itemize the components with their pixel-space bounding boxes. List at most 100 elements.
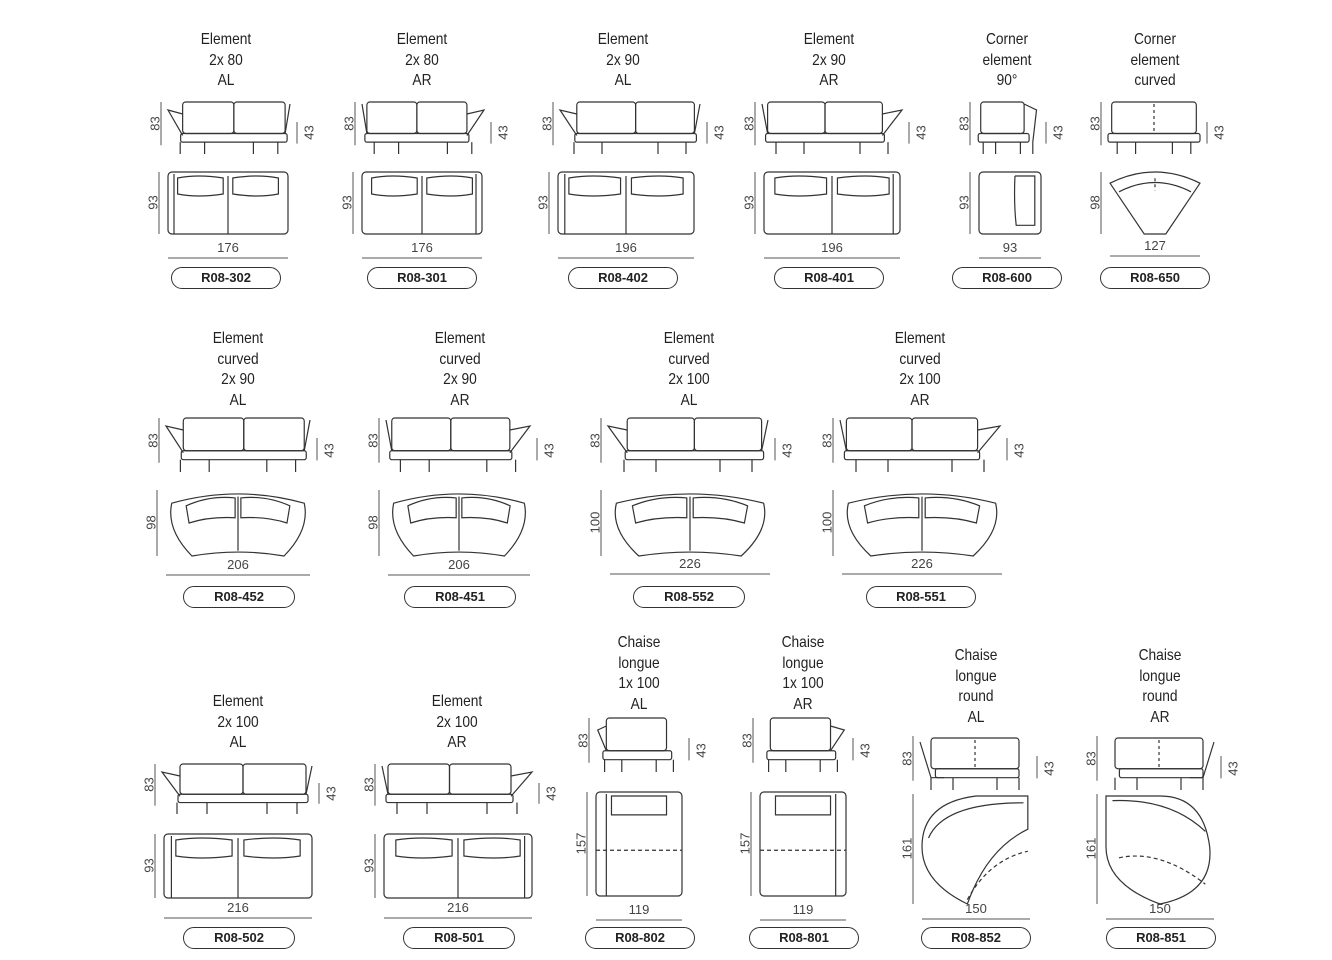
front-elevation-drawing [840,416,1000,472]
product-code-badge: R08-401 [774,267,884,289]
height-dimension-line [154,764,156,806]
plan-view-drawing [362,172,482,234]
depth-dimension-line [832,490,834,556]
module-title-line: Element [597,31,649,48]
product-code-badge: R08-551 [866,586,976,608]
module-title-line: 2x 100 [899,371,941,388]
width-dimension-line [164,917,312,919]
plan-view-drawing [388,490,530,556]
depth-dimension-line [1100,172,1102,234]
seat-height-dimension: 43 [693,742,709,758]
module-title-line: AR [412,72,432,89]
width-dimension-line [168,257,288,259]
seat-height-dimension-line [908,122,910,144]
width-dimension: 196 [821,240,843,255]
front-elevation-drawing [560,100,700,154]
module-title-line: Element [431,693,483,710]
width-dimension: 226 [679,556,701,571]
width-dimension: 119 [792,902,814,917]
seat-height-dimension-line [318,783,320,804]
product-code-badge: R08-302 [171,267,281,289]
height-dimension-line [1100,102,1102,145]
plan-view-drawing [842,490,1002,556]
module-title-line: AR [910,391,930,409]
width-dimension: 150 [965,901,987,916]
depth-dimension-line [1096,794,1098,904]
product-code-badge: R08-301 [367,267,477,289]
height-dimension-line [832,418,834,463]
module-title-line: curved [899,350,941,368]
depth-dimension-line [378,490,380,556]
module-title-line: Element [212,330,264,347]
width-dimension-line [764,257,900,259]
front-elevation-drawing [362,100,484,154]
front-elevation-drawing [920,734,1030,790]
module-title-line: Chaise [617,634,661,651]
height-dimension-line [912,736,914,781]
width-dimension-line [384,917,532,919]
seat-height-dimension: 43 [543,786,559,801]
module-title-line: AL [630,695,648,713]
height-dimension-line [160,102,162,145]
seat-height-dimension: 43 [323,786,339,801]
front-elevation-drawing [166,416,310,472]
module-title-line: Element [434,330,486,347]
module-title-line: AL [217,72,235,89]
seat-height-dimension-line [538,783,540,804]
depth-dimension-line [548,172,550,234]
height-dimension-line [552,102,554,145]
front-elevation-drawing [168,100,290,154]
width-dimension-line [166,574,310,576]
seat-height-dimension: 43 [541,442,557,458]
width-dimension-line [979,257,1041,259]
front-elevation-drawing [386,416,530,472]
width-dimension: 127 [1144,238,1166,253]
seat-height-dimension-line [774,438,776,460]
product-code-badge: R08-802 [585,927,695,949]
seat-height-dimension-line [1036,756,1038,778]
seat-height-dimension: 43 [779,442,795,458]
module-title-line: element [982,51,1032,69]
seat-height-dimension: 43 [321,442,337,458]
width-dimension: 216 [227,900,249,915]
plan-view-drawing [166,490,310,556]
depth-dimension-line [352,172,354,234]
module-title-line: AL [229,734,247,751]
seat-height-dimension-line [706,122,708,144]
front-elevation-drawing [162,762,312,814]
height-dimension-line [378,418,380,463]
front-elevation-drawing [596,716,682,772]
product-code-badge: R08-600 [952,267,1062,289]
seat-height-dimension: 43 [711,125,727,141]
module-title-line: longue [1139,667,1181,685]
front-elevation-drawing [1108,100,1200,154]
seat-height-dimension: 43 [857,742,873,758]
module-title-line: 1x 100 [782,675,824,692]
width-dimension: 206 [227,557,249,572]
seat-height-dimension: 43 [1225,760,1241,776]
module-title-line: longue [782,654,824,672]
module-title-line: curved [217,350,259,368]
plan-view-drawing [1110,172,1200,234]
seat-height-dimension-line [536,438,538,460]
depth-dimension-line [600,490,602,556]
module-title-line: AL [229,391,247,409]
module-title-line: Element [803,31,855,48]
front-elevation-drawing [977,100,1039,154]
product-code-badge: R08-801 [749,927,859,949]
seat-height-dimension-line [1220,756,1222,778]
module-title-line: Chaise [781,634,825,651]
product-code-badge: R08-851 [1106,927,1216,949]
plan-view-drawing [922,794,1030,904]
module-title-line: 2x 100 [668,371,710,388]
module-title-line: Corner [985,31,1029,48]
depth-dimension-line [754,172,756,234]
